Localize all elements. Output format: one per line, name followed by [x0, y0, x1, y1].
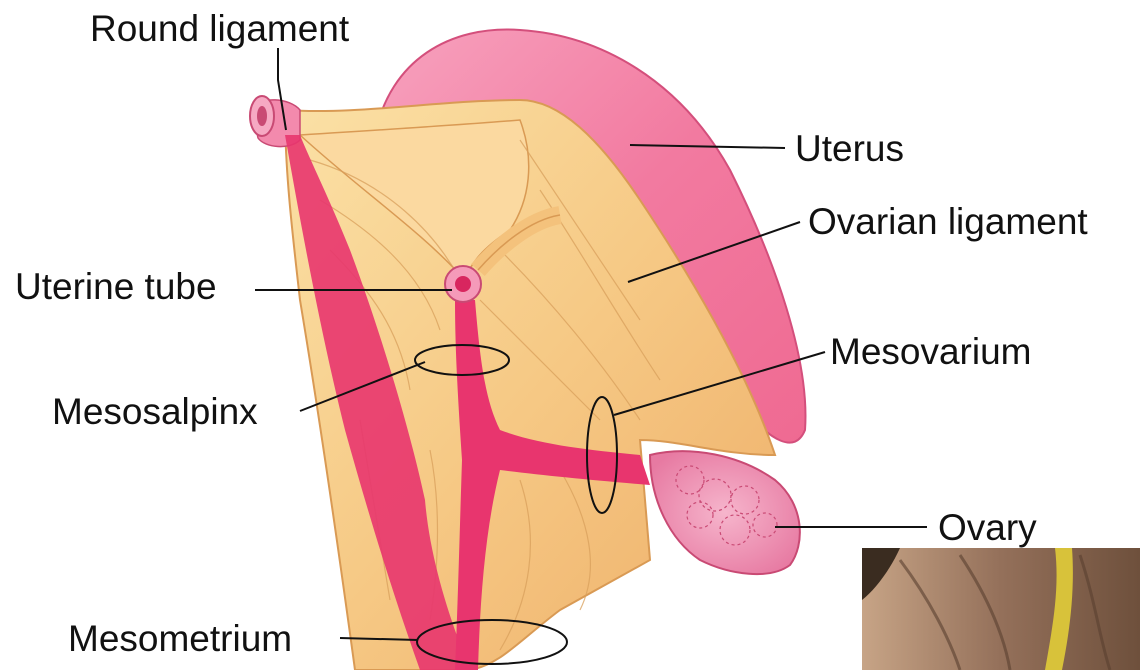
- ovary-shape: [650, 451, 800, 574]
- label-round-ligament: Round ligament: [90, 10, 349, 47]
- label-uterine-tube: Uterine tube: [15, 268, 217, 305]
- label-ovarian-ligament: Ovarian ligament: [808, 203, 1088, 240]
- label-mesovarium: Mesovarium: [830, 333, 1032, 370]
- label-ovary: Ovary: [938, 509, 1037, 546]
- label-mesometrium: Mesometrium: [68, 620, 292, 657]
- label-uterus: Uterus: [795, 130, 904, 167]
- inset-photo: [862, 548, 1140, 670]
- label-mesosalpinx: Mesosalpinx: [52, 393, 258, 430]
